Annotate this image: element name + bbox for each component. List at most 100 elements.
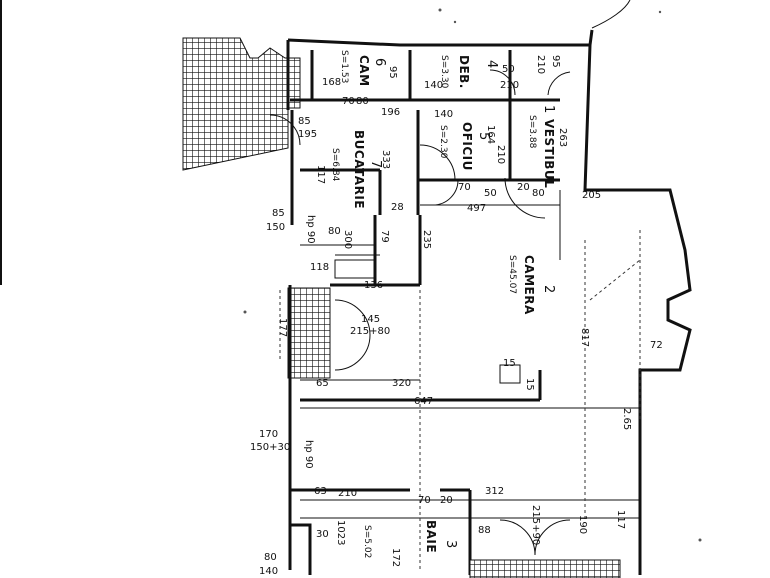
dim-label: 50 [502, 64, 515, 75]
dim-label: 210 [495, 145, 506, 164]
outer-wall-top-right [591, 0, 631, 29]
room-name-bucatarie: BUCATARIE [352, 130, 366, 209]
room-area-baie: S=5.02 [362, 525, 372, 558]
dim-label: 70 [418, 495, 431, 506]
terrace-hatch-small [287, 287, 331, 379]
dim-label: 80 [532, 188, 545, 199]
dim-label: 15 [524, 378, 535, 391]
dim-label: 117 [615, 510, 626, 529]
room-name-baie: BAIE [424, 520, 438, 553]
outer-wall [286, 29, 692, 575]
dim-label: 85 [272, 208, 285, 219]
dim-label: 140 [424, 80, 443, 91]
kitchen-sink [334, 259, 376, 279]
dim-label: 1023 [335, 520, 346, 545]
dim-label: 70 [342, 96, 355, 107]
dim-label: 190 [577, 515, 588, 534]
door-arc-hall [432, 179, 459, 206]
dim-label: 80 [264, 552, 277, 563]
room-name-oficiu: OFICIU [460, 122, 474, 171]
dim-label: 85 [298, 116, 311, 127]
room-area-deb: S=3.30 [439, 55, 449, 89]
door-arc-camera [504, 177, 546, 219]
dim-label: 95 [550, 55, 561, 68]
dim-label: 63 [314, 486, 327, 497]
dim-label: 263 [557, 128, 568, 147]
door-arc-oficiu [419, 144, 456, 181]
noise-dot [453, 20, 457, 24]
terrace-hatch [182, 37, 301, 171]
dim-label: 195 [298, 129, 317, 140]
dim-label: 65 [316, 378, 329, 389]
dimension-leaders [279, 230, 641, 570]
dim-label: 205 [582, 190, 601, 201]
dim-label: 647 [414, 396, 433, 407]
interior-walls [290, 50, 560, 575]
dim-label: 210 [500, 80, 519, 91]
noise-dot [658, 10, 662, 14]
dim-label: 70 [458, 182, 471, 193]
dim-label: 136 [364, 280, 383, 291]
door-arc-vestibul [547, 71, 571, 96]
room-number-bucatarie: 7 [368, 160, 383, 168]
dim-label: 320 [392, 378, 411, 389]
dim-label: 118 [310, 262, 329, 273]
door-arc-balcony [334, 299, 371, 371]
dim-label: 15 [503, 358, 516, 369]
dim-label: 88 [478, 525, 491, 536]
dim-label: 170 [259, 429, 278, 440]
interior-thin-lines [300, 190, 640, 519]
dim-label: 28 [391, 202, 404, 213]
dim-label: 140 [259, 566, 278, 577]
room-name-deb: DEB. [457, 55, 471, 89]
dim-label: 140 [434, 109, 453, 120]
dim-label: 215+90 [530, 505, 541, 545]
door-arc-baie [499, 519, 571, 556]
room-number-cam: 6 [372, 58, 387, 66]
noise-dot [698, 538, 702, 542]
dim-label: 117 [315, 165, 326, 184]
room-area-oficiu: S=2.30 [438, 125, 448, 159]
dim-label: 164 [485, 125, 496, 144]
dim-label: 300 [342, 230, 353, 249]
dim-label: 196 [381, 107, 400, 118]
dim-label: 168 [322, 77, 341, 88]
room-number-vestibul: 1 [541, 105, 556, 113]
room-number-deb: 4 [484, 60, 499, 68]
dim-label: 50 [484, 188, 497, 199]
dim-label: 95 [387, 66, 398, 79]
dim-label: 2.65 [621, 408, 632, 430]
dim-label: hp 90 [303, 440, 314, 469]
dim-label: hp 90 [305, 215, 316, 244]
dim-label: 72 [650, 340, 663, 351]
dim-label: 30 [316, 529, 329, 540]
dim-label: 79 [379, 230, 390, 243]
dim-label: 20 [517, 182, 530, 193]
dim-label: 817 [579, 328, 590, 347]
room-number-baie: 3 [443, 540, 458, 548]
room-number-camera: 2 [541, 285, 556, 293]
dim-label: 215+80 [350, 326, 390, 337]
dim-label: 235 [421, 230, 432, 249]
room-area-cam: S=1.53 [339, 50, 349, 83]
door-arc-kitchen [269, 114, 301, 146]
room-name-camera: CAMERA [522, 255, 536, 315]
room-area-bucatarie: S=6.84 [330, 148, 340, 182]
dim-label: 210 [535, 55, 546, 74]
dim-label: 150 [266, 222, 285, 233]
dim-label: 177 [277, 318, 288, 337]
room-name-vestibul: VESTIBUL [542, 119, 556, 188]
noise-dot [438, 8, 442, 12]
noise-dot [243, 310, 247, 314]
dim-label: 150+30 [250, 442, 290, 453]
dim-label: 312 [485, 486, 504, 497]
room-area-camera: S=45.07 [507, 255, 517, 294]
pillar [499, 364, 521, 384]
dim-label: 333 [380, 150, 391, 169]
door-arc-deb [489, 69, 516, 96]
room-number-oficiu: 5 [476, 132, 491, 140]
dim-label: 497 [467, 203, 486, 214]
dim-label: 172 [390, 548, 401, 567]
room-area-vestibul: S=3.88 [527, 115, 537, 149]
